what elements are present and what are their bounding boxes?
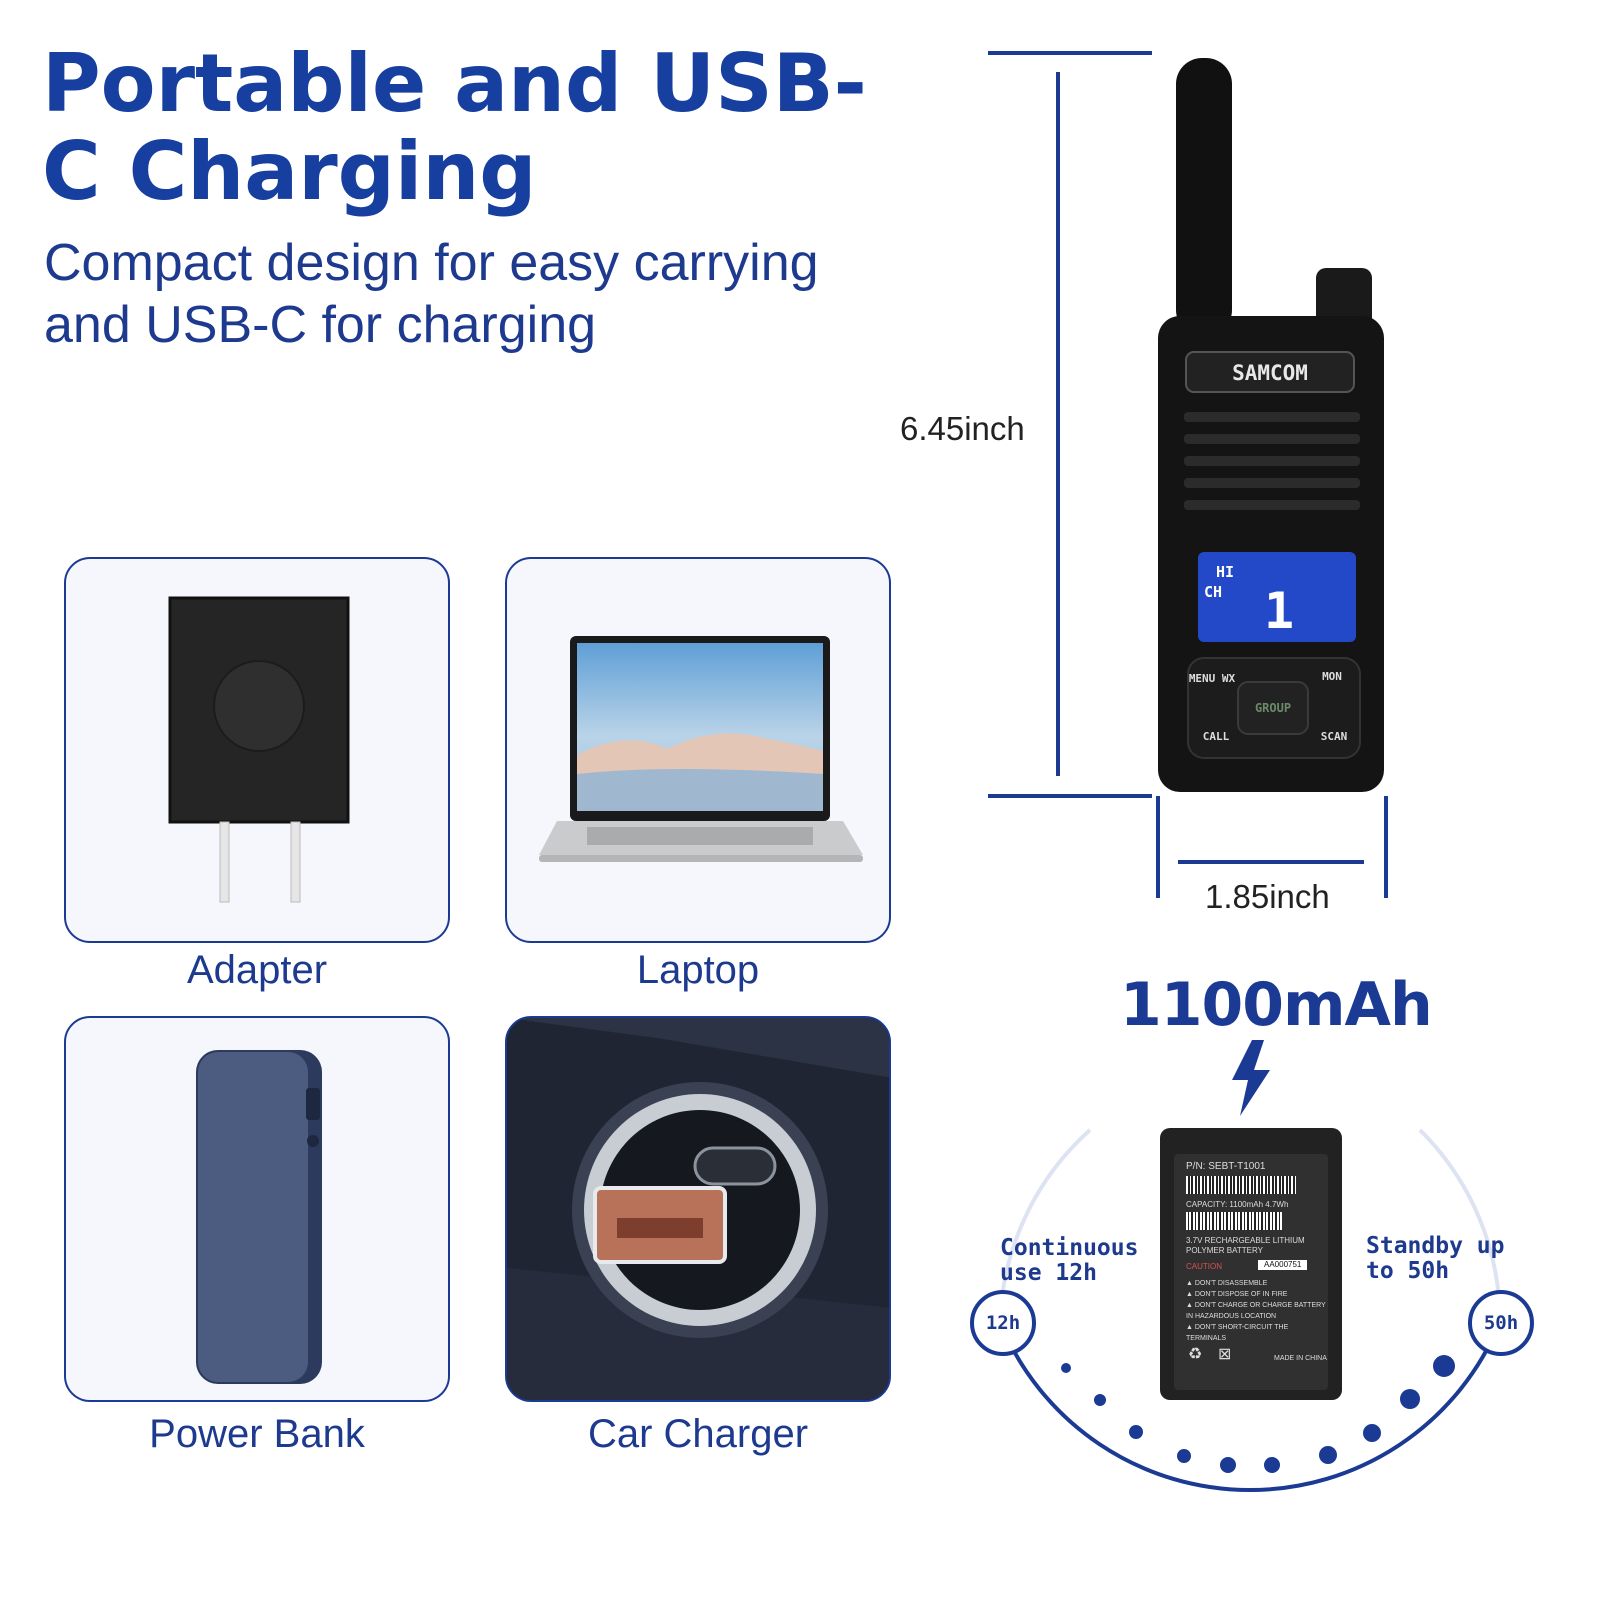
disposal-icon: ⊠ [1218,1346,1232,1363]
radio-display [1198,552,1356,642]
radio-illustration: SAMCOM HI CH 1 GROUP MENU WX MON CALL SC… [988,51,1388,898]
page-subtitle: Compact design for easy carrying and USB… [44,234,819,354]
lightning-icon [1232,1040,1270,1116]
battery-pack: P/N: SEBT-T1001 CAPACITY: 1100mAh 4.7Wh … [1160,1128,1342,1400]
page-title: Portable and USB-C Charging [42,37,867,218]
svg-text:GROUP: GROUP [1255,701,1291,715]
recycle-icon: ♻ [1188,1346,1203,1363]
antenna [1176,58,1232,336]
adapter-label: Adapter [186,948,328,992]
car-charger-icon [507,1018,889,1400]
adapter-card [64,557,450,943]
svg-text:1: 1 [1264,582,1294,640]
adapter-icon [168,596,350,903]
svg-text:SCAN: SCAN [1321,730,1348,743]
car-charger-label: Car Charger [587,1412,809,1456]
continuous-use-label: Continuous use 12h [1000,1235,1139,1286]
svg-text:CH: CH [1204,583,1222,601]
svg-text:MON: MON [1322,670,1342,683]
svg-text:MENU WX: MENU WX [1189,672,1236,685]
width-dimension: 1.85inch [1205,878,1330,915]
svg-text:CALL: CALL [1203,730,1230,743]
laptop-card [505,557,891,943]
svg-text:HI: HI [1216,563,1234,581]
battery-capacity: 1100mAh [1120,970,1433,1040]
laptop-label: Laptop [636,948,760,992]
laptop-icon [539,636,863,862]
height-dimension: 6.45inch [900,410,1025,447]
car-charger-card [505,1016,891,1402]
power-bank-icon [196,1050,322,1384]
standby-label: Standby up to 50h [1366,1233,1505,1284]
brand-logo: SAMCOM [1232,361,1308,385]
badge-50h: 50h [1468,1290,1534,1356]
barcode [1186,1176,1296,1194]
badge-12h: 12h [970,1290,1036,1356]
power-bank-card [64,1016,450,1402]
power-bank-label: Power Bank [149,1412,365,1456]
